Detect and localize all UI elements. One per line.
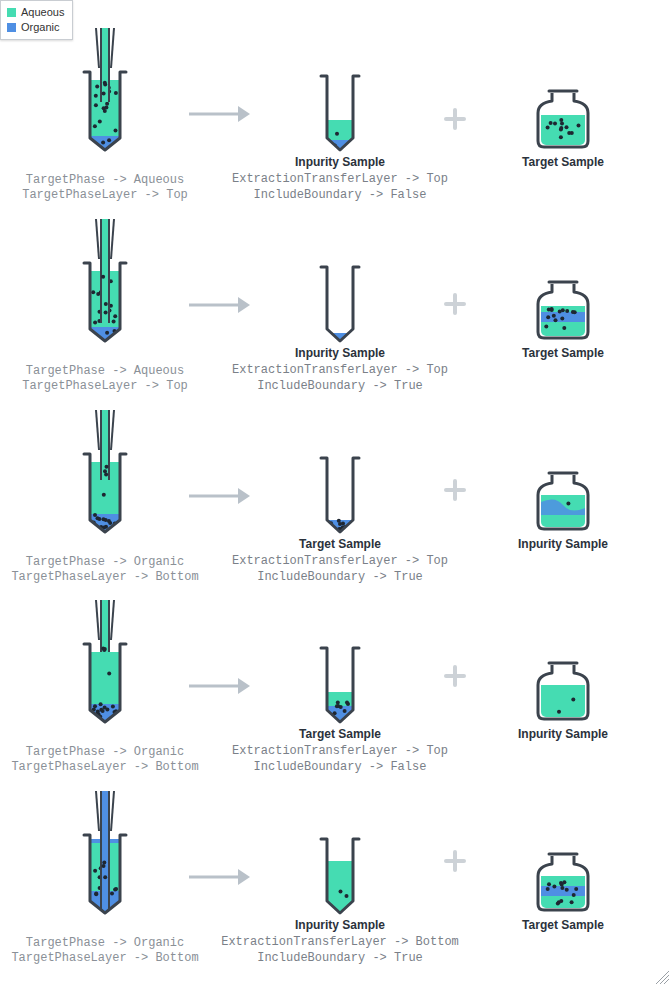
legend-swatch <box>7 8 16 17</box>
sample-label: Inpurity Sample <box>518 727 608 741</box>
plus-sign <box>446 110 464 870</box>
parameter-text: TargetPhaseLayer -> Bottom <box>11 951 198 965</box>
parameter-text: TargetPhase -> Organic <box>26 745 184 759</box>
parameter-text: TargetPhaseLayer -> Top <box>22 379 188 393</box>
source-tube: TargetPhase -> OrganicTargetPhaseLayer -… <box>27 410 183 550</box>
parameter-text: ExtractionTransferLayer -> Top <box>232 172 448 186</box>
parameter-text: TargetPhaseLayer -> Bottom <box>11 760 198 774</box>
legend: AqueousOrganic <box>0 0 73 40</box>
resize-grip <box>656 971 669 984</box>
illustration <box>270 640 410 726</box>
result-tube: Inpurity SampleExtractionTransferLayer -… <box>270 68 410 154</box>
parameter-text: TargetPhase -> Aqueous <box>26 364 184 378</box>
flow-arrow <box>189 869 250 885</box>
parameter-text: IncludeBoundary -> True <box>257 379 423 393</box>
legend-item: Aqueous <box>7 5 64 20</box>
legend-item: Organic <box>7 20 64 35</box>
illustration <box>503 467 623 531</box>
sample-label: Inpurity Sample <box>295 346 385 360</box>
legend-swatch <box>7 23 16 32</box>
sample-bottle: Target Sample <box>503 276 623 340</box>
parameter-text: IncludeBoundary -> True <box>257 570 423 584</box>
illustration <box>27 28 183 168</box>
parameter-text: IncludeBoundary -> True <box>257 951 423 965</box>
parameter-text: ExtractionTransferLayer -> Top <box>232 363 448 377</box>
parameter-text: TargetPhase -> Aqueous <box>26 173 184 187</box>
sample-label: Inpurity Sample <box>518 537 608 551</box>
illustration <box>503 276 623 340</box>
illustration <box>270 68 410 154</box>
illustration <box>27 791 183 931</box>
result-tube: Target SampleExtractionTransferLayer -> … <box>270 640 410 726</box>
result-tube: Target SampleExtractionTransferLayer -> … <box>270 450 410 536</box>
parameter-text: ExtractionTransferLayer -> Bottom <box>221 935 459 949</box>
flow-arrow <box>189 678 250 694</box>
illustration <box>270 259 410 345</box>
parameter-text: IncludeBoundary -> False <box>254 188 427 202</box>
sample-label: Target Sample <box>522 346 604 360</box>
result-tube: Inpurity SampleExtractionTransferLayer -… <box>270 831 410 917</box>
flow-arrow <box>189 488 250 504</box>
illustration <box>27 219 183 359</box>
flow-arrow <box>189 297 250 313</box>
parameter-text: IncludeBoundary -> False <box>254 760 427 774</box>
sample-label: Inpurity Sample <box>295 918 385 932</box>
sample-bottle: Inpurity Sample <box>503 657 623 721</box>
illustration <box>270 450 410 536</box>
flow-arrow <box>189 106 250 122</box>
sample-label: Inpurity Sample <box>295 155 385 169</box>
parameter-text: ExtractionTransferLayer -> Top <box>232 744 448 758</box>
illustration <box>503 657 623 721</box>
sample-bottle: Target Sample <box>503 848 623 912</box>
sample-label: Target Sample <box>299 537 381 551</box>
source-tube: TargetPhase -> AqueousTargetPhaseLayer -… <box>27 219 183 359</box>
illustration <box>27 410 183 550</box>
sample-label: Target Sample <box>522 918 604 932</box>
parameter-text: TargetPhaseLayer -> Top <box>22 188 188 202</box>
source-tube: TargetPhase -> OrganicTargetPhaseLayer -… <box>27 791 183 931</box>
parameter-text: TargetPhase -> Organic <box>26 555 184 569</box>
sample-bottle: Target Sample <box>503 85 623 149</box>
sample-bottle: Inpurity Sample <box>503 467 623 531</box>
parameter-text: TargetPhase -> Organic <box>26 936 184 950</box>
illustration <box>27 600 183 740</box>
parameter-text: TargetPhaseLayer -> Bottom <box>11 570 198 584</box>
result-tube: Inpurity SampleExtractionTransferLayer -… <box>270 259 410 345</box>
illustration <box>270 831 410 917</box>
sample-label: Target Sample <box>522 155 604 169</box>
source-tube: TargetPhase -> OrganicTargetPhaseLayer -… <box>27 600 183 740</box>
sample-label: Target Sample <box>299 727 381 741</box>
source-tube: TargetPhase -> AqueousTargetPhaseLayer -… <box>27 28 183 168</box>
parameter-text: ExtractionTransferLayer -> Top <box>232 554 448 568</box>
legend-label: Aqueous <box>21 5 64 20</box>
illustration <box>503 85 623 149</box>
legend-label: Organic <box>21 20 60 35</box>
illustration <box>503 848 623 912</box>
